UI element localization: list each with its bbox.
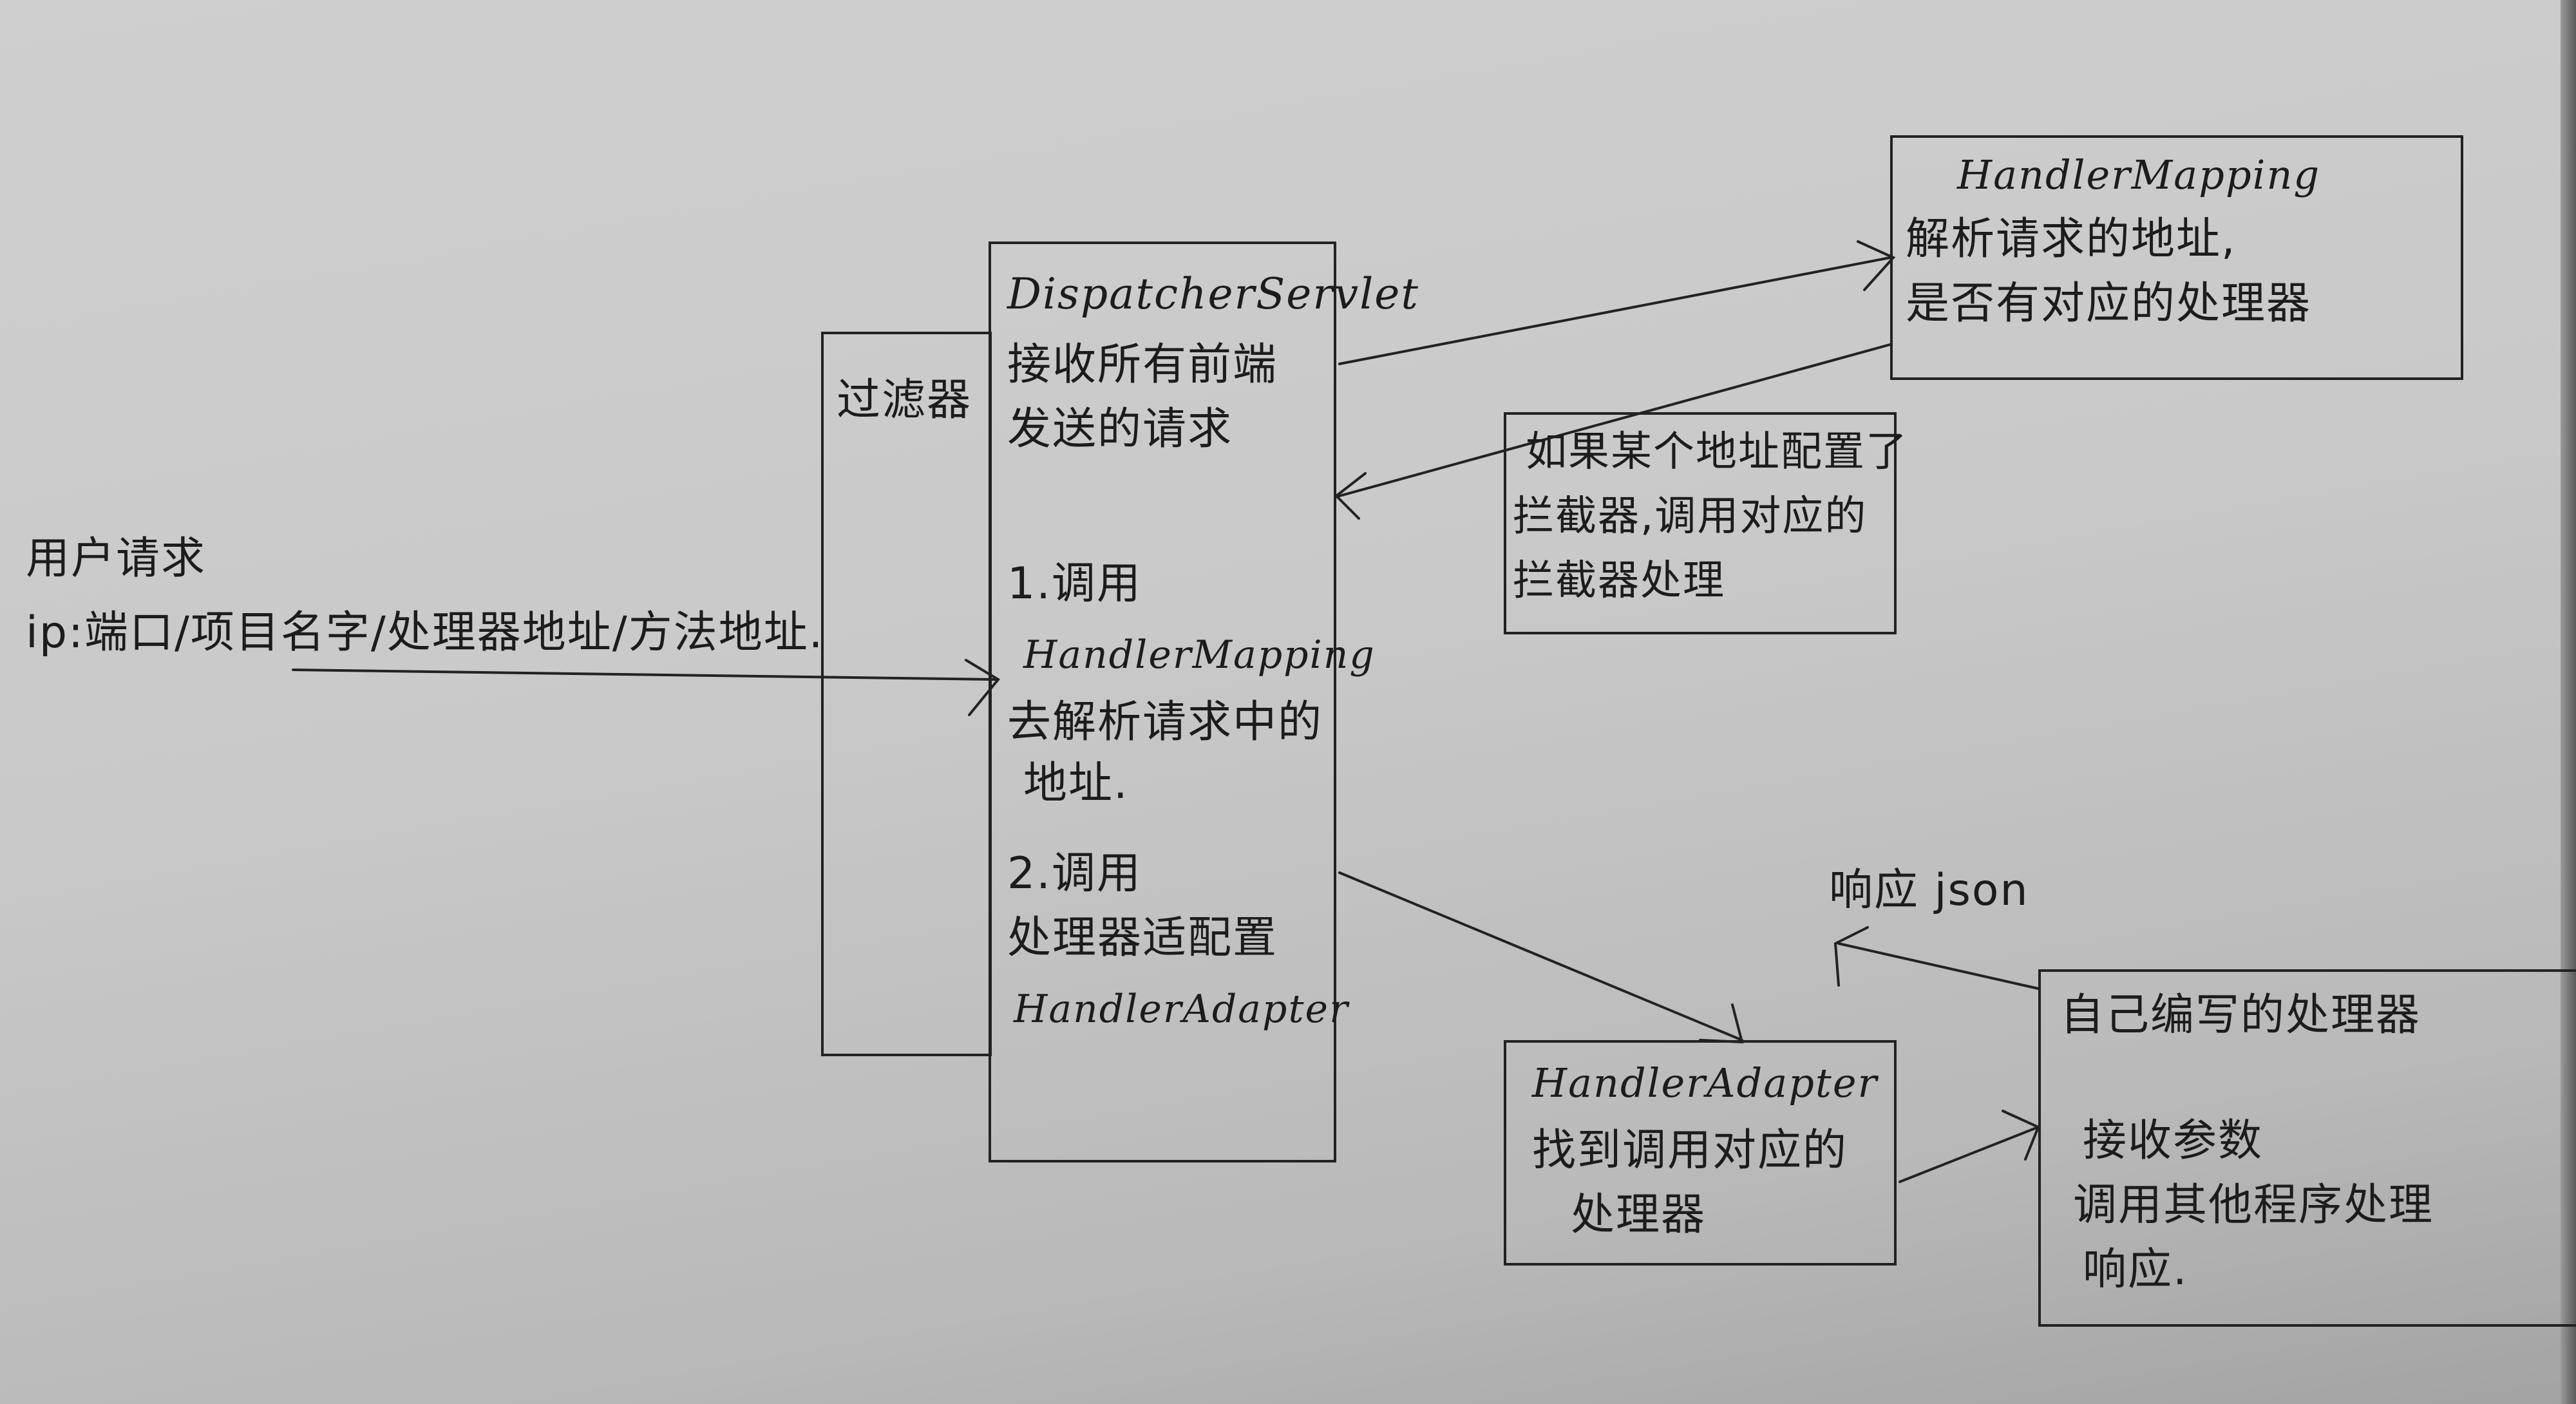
filter-box: 过滤器 [821, 332, 992, 1056]
dispatcher-step1-b: HandlerMapping [1023, 632, 1376, 678]
interceptor-desc-3: 拦截器处理 [1513, 557, 1725, 605]
dispatcher-desc-2: 发送的请求 [1007, 404, 1233, 455]
filter-label: 过滤器 [837, 375, 972, 426]
handler-mapping-title: HandlerMapping [1957, 151, 2321, 198]
handler-mapping-box: HandlerMapping 解析请求的地址, 是否有对应的处理器 [1890, 135, 2463, 380]
dispatcher-step2-c: HandlerAdapter [1014, 987, 1349, 1032]
arrow-adapter-to-handler [1899, 1126, 2040, 1183]
handler-adapter-title: HandlerAdapter [1532, 1059, 1879, 1106]
arrow-dispatcher-to-adapter [1338, 871, 1743, 1041]
arrow-mapping-head [1857, 240, 1896, 291]
dispatcher-step1-a: 1.调用 [1007, 558, 1142, 609]
user-request-url: ip:端口/项目名字/处理器地址/方法地址. [26, 607, 824, 658]
user-request-title: 用户请求 [26, 533, 207, 584]
custom-handler-desc-3: 响应. [2083, 1244, 2188, 1295]
interceptor-desc-2: 拦截器,调用对应的 [1513, 493, 1868, 540]
dispatcher-step1-d: 地址. [1023, 758, 1129, 809]
dispatcher-step2-b: 处理器适配置 [1007, 913, 1278, 963]
arrow-request-to-dispatcher [292, 669, 996, 681]
handler-adapter-box: HandlerAdapter 找到调用对应的 处理器 [1504, 1040, 1897, 1266]
dispatcher-step1-c: 去解析请求中的 [1007, 697, 1323, 748]
custom-handler-desc-1: 接收参数 [2083, 1115, 2264, 1166]
response-json-label: 响应 json [1829, 865, 2029, 916]
interceptor-note-box: 如果某个地址配置了 拦截器,调用对应的 拦截器处理 [1504, 412, 1907, 634]
handler-mapping-desc-1: 解析请求的地址, [1906, 214, 2237, 265]
interceptor-desc-1: 如果某个地址配置了 [1526, 428, 1908, 476]
arrow-mapping-to-dispatcher [1338, 343, 1891, 497]
arrow-request-head [965, 659, 1001, 716]
arrow-return-head [1334, 472, 1367, 520]
dispatcher-step2-a: 2.调用 [1007, 848, 1142, 899]
handler-adapter-desc-2: 处理器 [1571, 1190, 1707, 1240]
handler-adapter-desc-1: 找到调用对应的 [1532, 1125, 1848, 1176]
custom-handler-title: 自己编写的处理器 [2060, 990, 2421, 1041]
handler-mapping-desc-2: 是否有对应的处理器 [1906, 278, 2312, 329]
custom-handler-desc-2: 调用其他程序处理 [2073, 1180, 2434, 1231]
arrow-dispatcher-to-mapping [1338, 256, 1891, 365]
dispatcher-title: DispatcherServlet [1007, 269, 1419, 319]
arrow-handler-to-response [1837, 942, 2040, 990]
arrow-response-head [1833, 926, 1869, 987]
custom-handler-box: 自己编写的处理器 接收参数 调用其他程序处理 响应. [2038, 969, 2576, 1327]
dispatcher-servlet-box: DispatcherServlet 接收所有前端 发送的请求 1.调用 Hand… [989, 242, 1418, 1162]
paper-edge [2561, 0, 2576, 1404]
dispatcher-desc-1: 接收所有前端 [1007, 339, 1278, 390]
